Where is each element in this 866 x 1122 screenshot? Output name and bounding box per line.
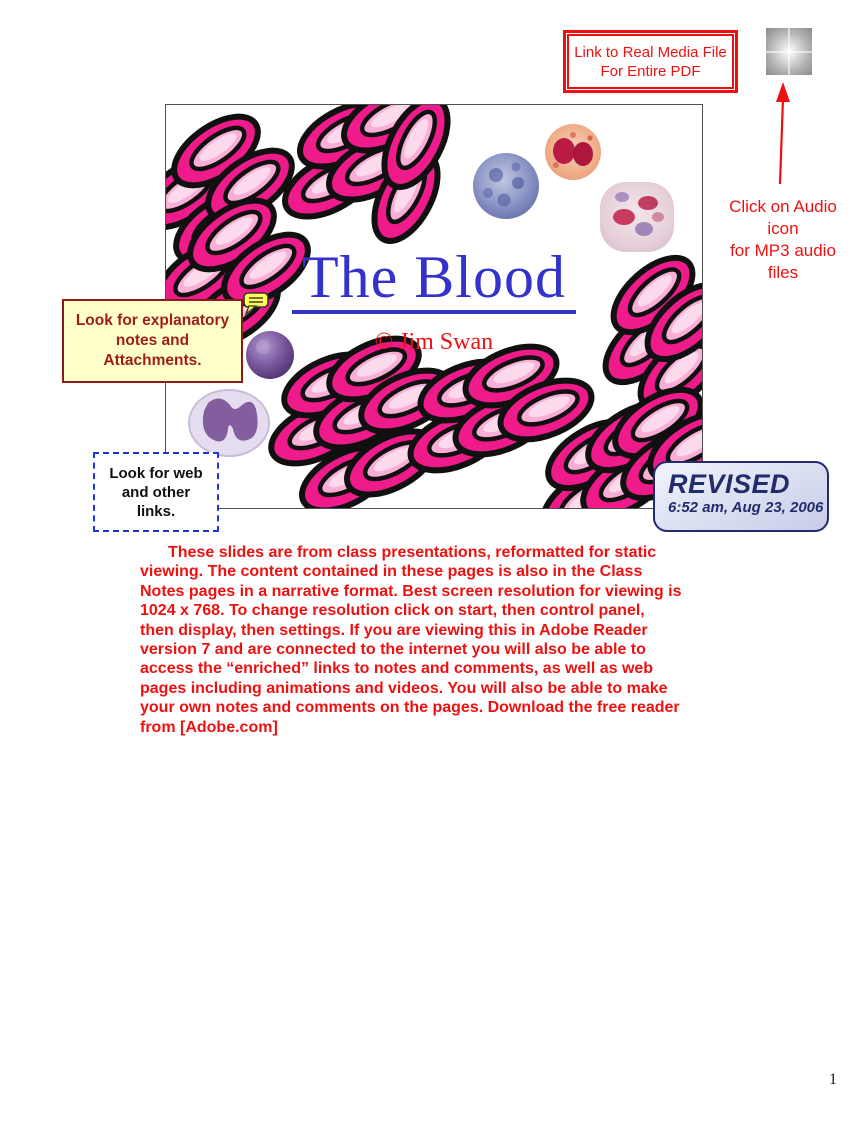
paragraph-line: access the “enriched” links to notes and… xyxy=(140,660,654,678)
real-media-link-line1: Link to Real Media File xyxy=(574,43,727,61)
web-links-line: links. xyxy=(136,502,176,520)
notes-callout-line: notes and xyxy=(115,332,190,349)
audio-file-icon[interactable] xyxy=(766,28,812,75)
audio-caption-line: Click on Audio xyxy=(729,197,837,216)
eosinophil-micrograph xyxy=(545,124,601,180)
paragraph-line: pages including animations and videos. Y… xyxy=(140,679,668,697)
slide-title: The Blood xyxy=(292,247,576,314)
revised-label: REVISED xyxy=(668,469,791,499)
paragraph-line: 1024 x 768. To change resolution click o… xyxy=(140,602,645,620)
notes-callout: Look for explanatory notes and Attachmen… xyxy=(62,299,243,383)
intro-paragraph: These slides are from class presentation… xyxy=(140,543,756,737)
paragraph-line: These slides are from class presentation… xyxy=(168,544,657,561)
adobe-link[interactable]: [Adobe.com] xyxy=(180,718,278,736)
audio-caption-line: files xyxy=(767,263,799,282)
monocyte-micrograph xyxy=(188,389,270,457)
note-annotation-icon[interactable] xyxy=(242,291,270,317)
paragraph-line: viewing. The content contained in these … xyxy=(140,563,643,581)
rbc-cluster-top-middle xyxy=(275,105,461,251)
real-media-link-line2: For Entire PDF xyxy=(600,62,701,80)
paragraph-line: your own notes and comments on the pages… xyxy=(140,699,680,717)
paragraph-line: version 7 and are connected to the inter… xyxy=(140,641,646,659)
revised-timestamp: 6:52 am, Aug 23, 2006 xyxy=(668,499,824,516)
granulocyte-micrograph xyxy=(600,182,674,252)
audio-caption: Click on Audio icon for MP3 audio files xyxy=(701,196,865,284)
paragraph-line: Notes pages in a narrative format. Best … xyxy=(140,582,682,600)
title-slide: The Blood © Jim Swan xyxy=(165,104,703,509)
audio-caption-line: for MP3 audio xyxy=(730,241,836,260)
web-links-callout: Look for web and other links. xyxy=(93,452,219,532)
blood-cells-illustration xyxy=(166,105,703,509)
real-media-link-label: Link to Real Media File For Entire PDF xyxy=(567,34,734,89)
audio-caption-line: icon xyxy=(767,219,799,238)
real-media-link-box[interactable]: Link to Real Media File For Entire PDF xyxy=(563,30,738,93)
lymphocyte-micrograph xyxy=(246,331,294,379)
paragraph-footer-prefix: from xyxy=(140,718,180,736)
neutrophil-micrograph xyxy=(473,153,539,219)
slide-title-wrap: The Blood xyxy=(166,247,702,314)
web-links-line: and other xyxy=(121,483,191,501)
page-number: 1 xyxy=(829,1071,837,1088)
paragraph-line: from [Adobe.com] xyxy=(140,718,756,737)
paragraph-line: then display, then settings. If you are … xyxy=(140,621,648,639)
revised-badge: REVISED 6:52 am, Aug 23, 2006 xyxy=(653,461,829,532)
web-links-line: Look for web xyxy=(109,464,203,482)
audio-arrow xyxy=(776,82,790,185)
slide-byline: © Jim Swan xyxy=(374,329,494,355)
notes-callout-line: Look for explanatory xyxy=(75,312,230,329)
notes-callout-line: Attachments. xyxy=(103,352,202,369)
